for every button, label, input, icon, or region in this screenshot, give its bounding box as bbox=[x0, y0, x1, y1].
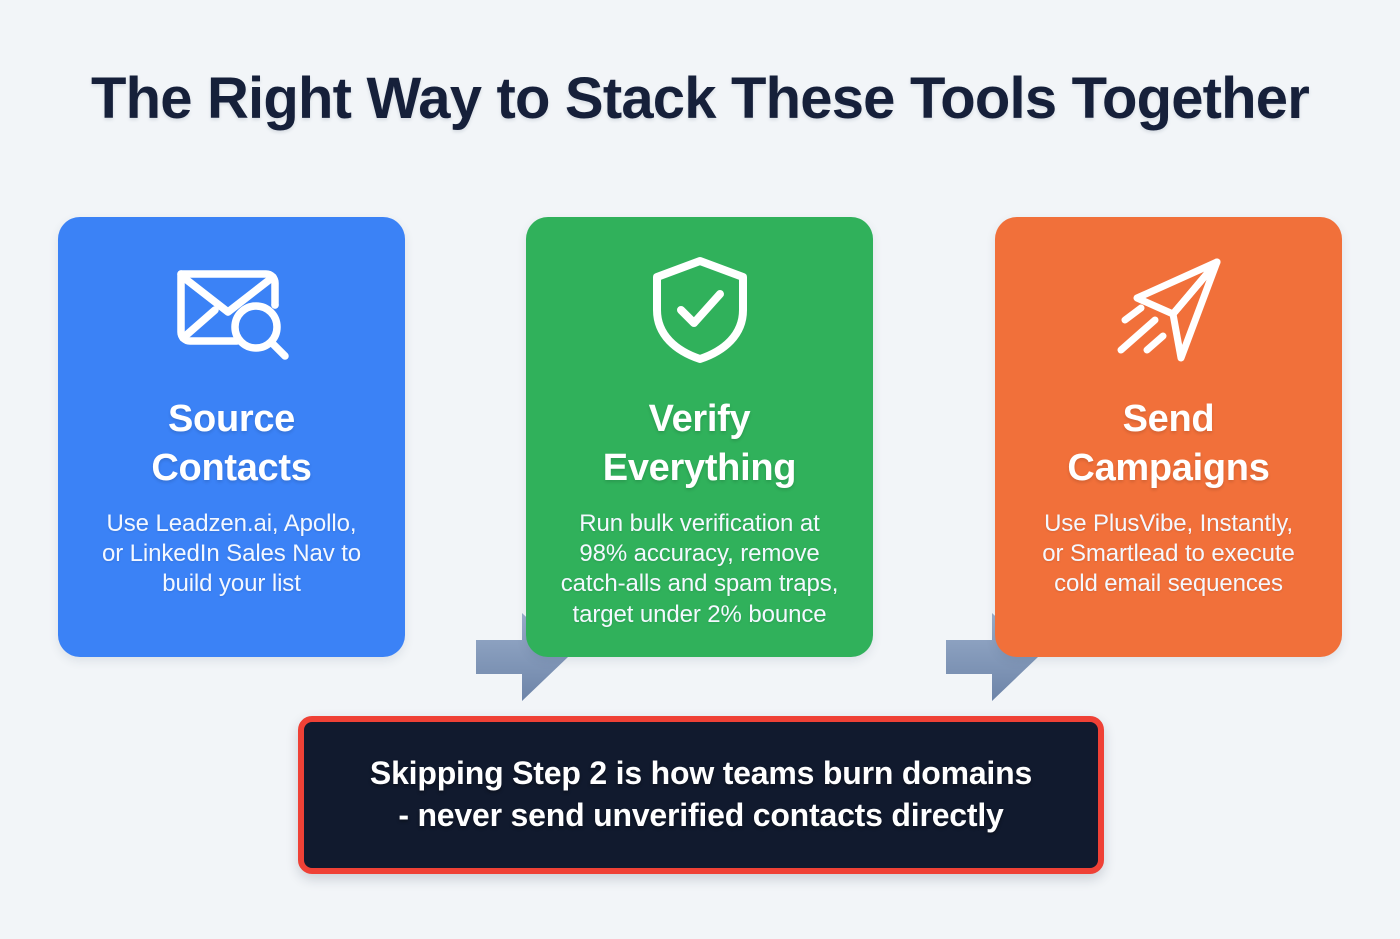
step-card-title: Source Contacts bbox=[76, 395, 387, 494]
steps-row: Source Contacts Use Leadzen.ai, Apollo, … bbox=[58, 217, 1342, 701]
step-card-body-line2: or Smartlead to execute bbox=[1042, 540, 1295, 568]
step-card-body-line2: 98% accuracy, remove bbox=[579, 540, 820, 568]
envelope-search-icon bbox=[58, 255, 405, 365]
step-card-body-line4: target under 2% bounce bbox=[572, 600, 827, 628]
warning-banner-text: Skipping Step 2 is how teams burn domain… bbox=[354, 753, 1048, 836]
step-card-title: Send Campaigns bbox=[1013, 395, 1324, 494]
step-card-title-line2: Everything bbox=[602, 447, 797, 490]
step-card-source-contacts: Source Contacts Use Leadzen.ai, Apollo, … bbox=[58, 217, 405, 657]
step-card-body-line3: cold email sequences bbox=[1054, 570, 1283, 598]
step-card-title-line1: Send bbox=[1122, 398, 1215, 440]
shield-check-icon bbox=[526, 255, 873, 365]
step-card-body-line1: Use PlusVibe, Instantly, bbox=[1044, 510, 1293, 537]
step-card-body-line1: Use Leadzen.ai, Apollo, bbox=[106, 510, 357, 537]
step-card-body-line1: Run bulk verification at bbox=[579, 510, 820, 537]
paper-plane-icon bbox=[995, 255, 1342, 365]
warning-banner-line2: - never send unverified contacts directl… bbox=[398, 797, 1004, 833]
step-card-body: Run bulk verification at 98% accuracy, r… bbox=[542, 509, 857, 630]
warning-banner-line1: Skipping Step 2 is how teams burn domain… bbox=[369, 755, 1033, 792]
step-card-body-line3: build your list bbox=[162, 570, 301, 598]
step-card-title: Verify Everything bbox=[544, 395, 855, 494]
warning-banner: Skipping Step 2 is how teams burn domain… bbox=[298, 716, 1104, 874]
step-card-send-campaigns: Send Campaigns Use PlusVibe, Instantly, … bbox=[995, 217, 1342, 657]
step-card-body-line3: catch-alls and spam traps, bbox=[560, 570, 839, 598]
step-card-verify-everything: Verify Everything Run bulk verification … bbox=[526, 217, 873, 657]
step-card-body: Use PlusVibe, Instantly, or Smartlead to… bbox=[1011, 509, 1326, 600]
step-card-title-line1: Source bbox=[167, 398, 296, 440]
step-card-title-line1: Verify bbox=[648, 398, 751, 440]
step-card-body-line2: or LinkedIn Sales Nav to bbox=[101, 540, 362, 568]
page-title: The Right Way to Stack These Tools Toget… bbox=[90, 66, 1310, 131]
step-card-body: Use Leadzen.ai, Apollo, or LinkedIn Sale… bbox=[74, 509, 389, 600]
step-card-title-line2: Campaigns bbox=[1067, 447, 1270, 490]
step-card-title-line2: Contacts bbox=[151, 447, 312, 490]
